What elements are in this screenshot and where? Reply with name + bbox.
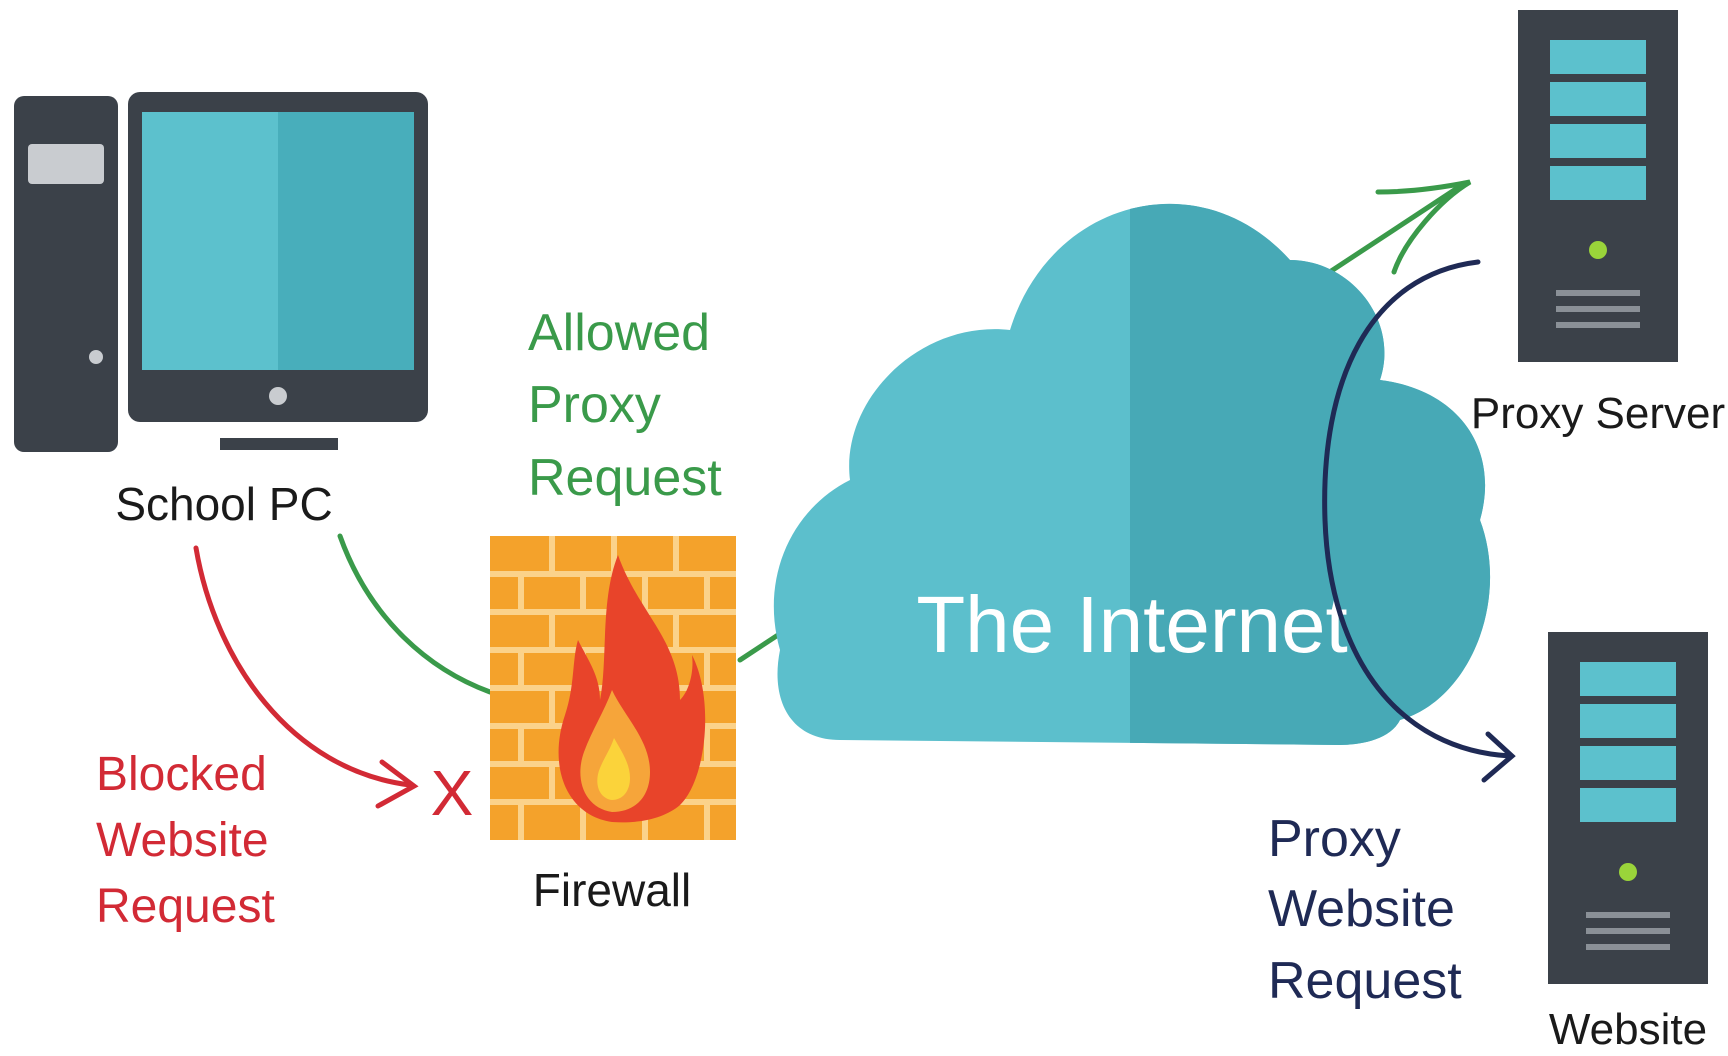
- allowed-line-2: Proxy: [528, 376, 661, 434]
- blocked-line-2: Website: [96, 814, 269, 867]
- pc-tower: [14, 96, 118, 452]
- blocked-x-mark: X: [431, 757, 474, 829]
- desktop-computer-icon: [14, 92, 428, 452]
- proxy-website-arrow: [1322, 259, 1516, 783]
- flame-icon: [558, 555, 706, 823]
- internet-label: The Internet: [916, 580, 1347, 669]
- blocked-line-3: Request: [96, 880, 275, 933]
- firewall-icon: [490, 536, 736, 840]
- proxy-server-label: Proxy Server: [1471, 389, 1725, 438]
- server-icon: [1518, 10, 1678, 362]
- firewall-label: Firewall: [533, 864, 691, 916]
- proxy-website-line-2: Website: [1268, 880, 1455, 938]
- proxy-website-line-1: Proxy: [1268, 810, 1401, 868]
- blocked-request-label: Blocked Website Request: [96, 748, 275, 933]
- cloud-icon: [773, 203, 1491, 745]
- allowed-request-label: Allowed Proxy Request: [528, 304, 722, 507]
- blocked-request-arrow: [193, 545, 419, 809]
- pc-stand: [220, 438, 338, 450]
- proxy-website-line-3: Request: [1268, 952, 1462, 1010]
- website-label: Website: [1549, 1005, 1707, 1054]
- server-icon: [1548, 632, 1708, 984]
- school-pc-label: School PC: [115, 478, 332, 530]
- proxy-website-label: Proxy Website Request: [1268, 810, 1462, 1010]
- blocked-line-1: Blocked: [96, 748, 267, 801]
- allowed-line-3: Request: [528, 449, 722, 507]
- allowed-line-1: Allowed: [528, 304, 710, 362]
